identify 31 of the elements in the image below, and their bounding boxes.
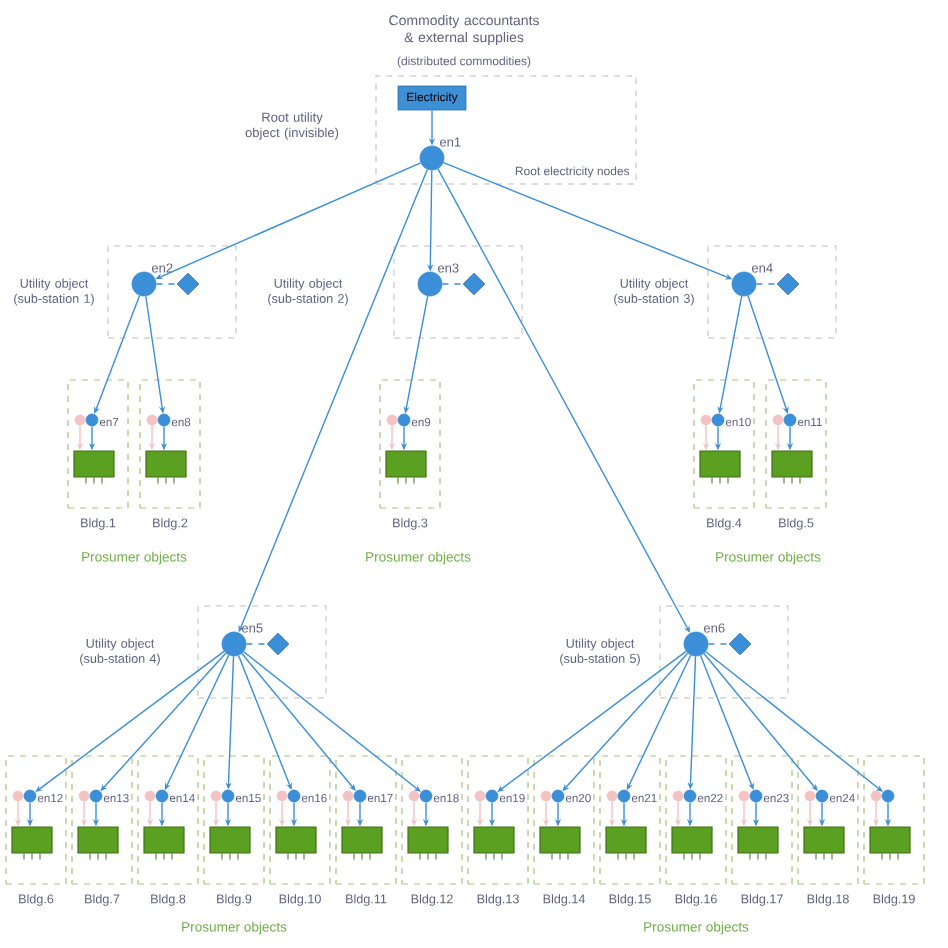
building-block <box>473 826 515 861</box>
connector-line <box>245 643 268 645</box>
building-block <box>209 826 251 861</box>
building-block <box>143 826 185 861</box>
building-block <box>539 826 581 861</box>
connector-line <box>155 283 178 285</box>
building-block <box>771 450 813 485</box>
building-block <box>803 826 845 861</box>
building-block <box>11 826 53 861</box>
connector-line <box>755 283 778 285</box>
building-block <box>407 826 449 861</box>
building-block <box>341 826 383 861</box>
diamond-symbol <box>266 632 290 656</box>
building-block <box>671 826 713 861</box>
diamond-symbol <box>462 272 486 296</box>
connector-line <box>441 283 464 285</box>
arrow <box>94 294 141 414</box>
building-block <box>699 450 741 485</box>
diamond-symbol <box>728 632 752 656</box>
connector-line <box>707 643 730 645</box>
building-block <box>737 826 779 861</box>
building-block <box>869 826 911 861</box>
diamond-symbol <box>176 272 200 296</box>
building-block <box>385 450 427 485</box>
diamond-symbol <box>776 272 800 296</box>
building-block <box>605 826 647 861</box>
building-block <box>77 826 119 861</box>
building-block <box>275 826 317 861</box>
arrow <box>747 295 789 414</box>
building-block <box>145 450 187 485</box>
building-block <box>73 450 115 485</box>
